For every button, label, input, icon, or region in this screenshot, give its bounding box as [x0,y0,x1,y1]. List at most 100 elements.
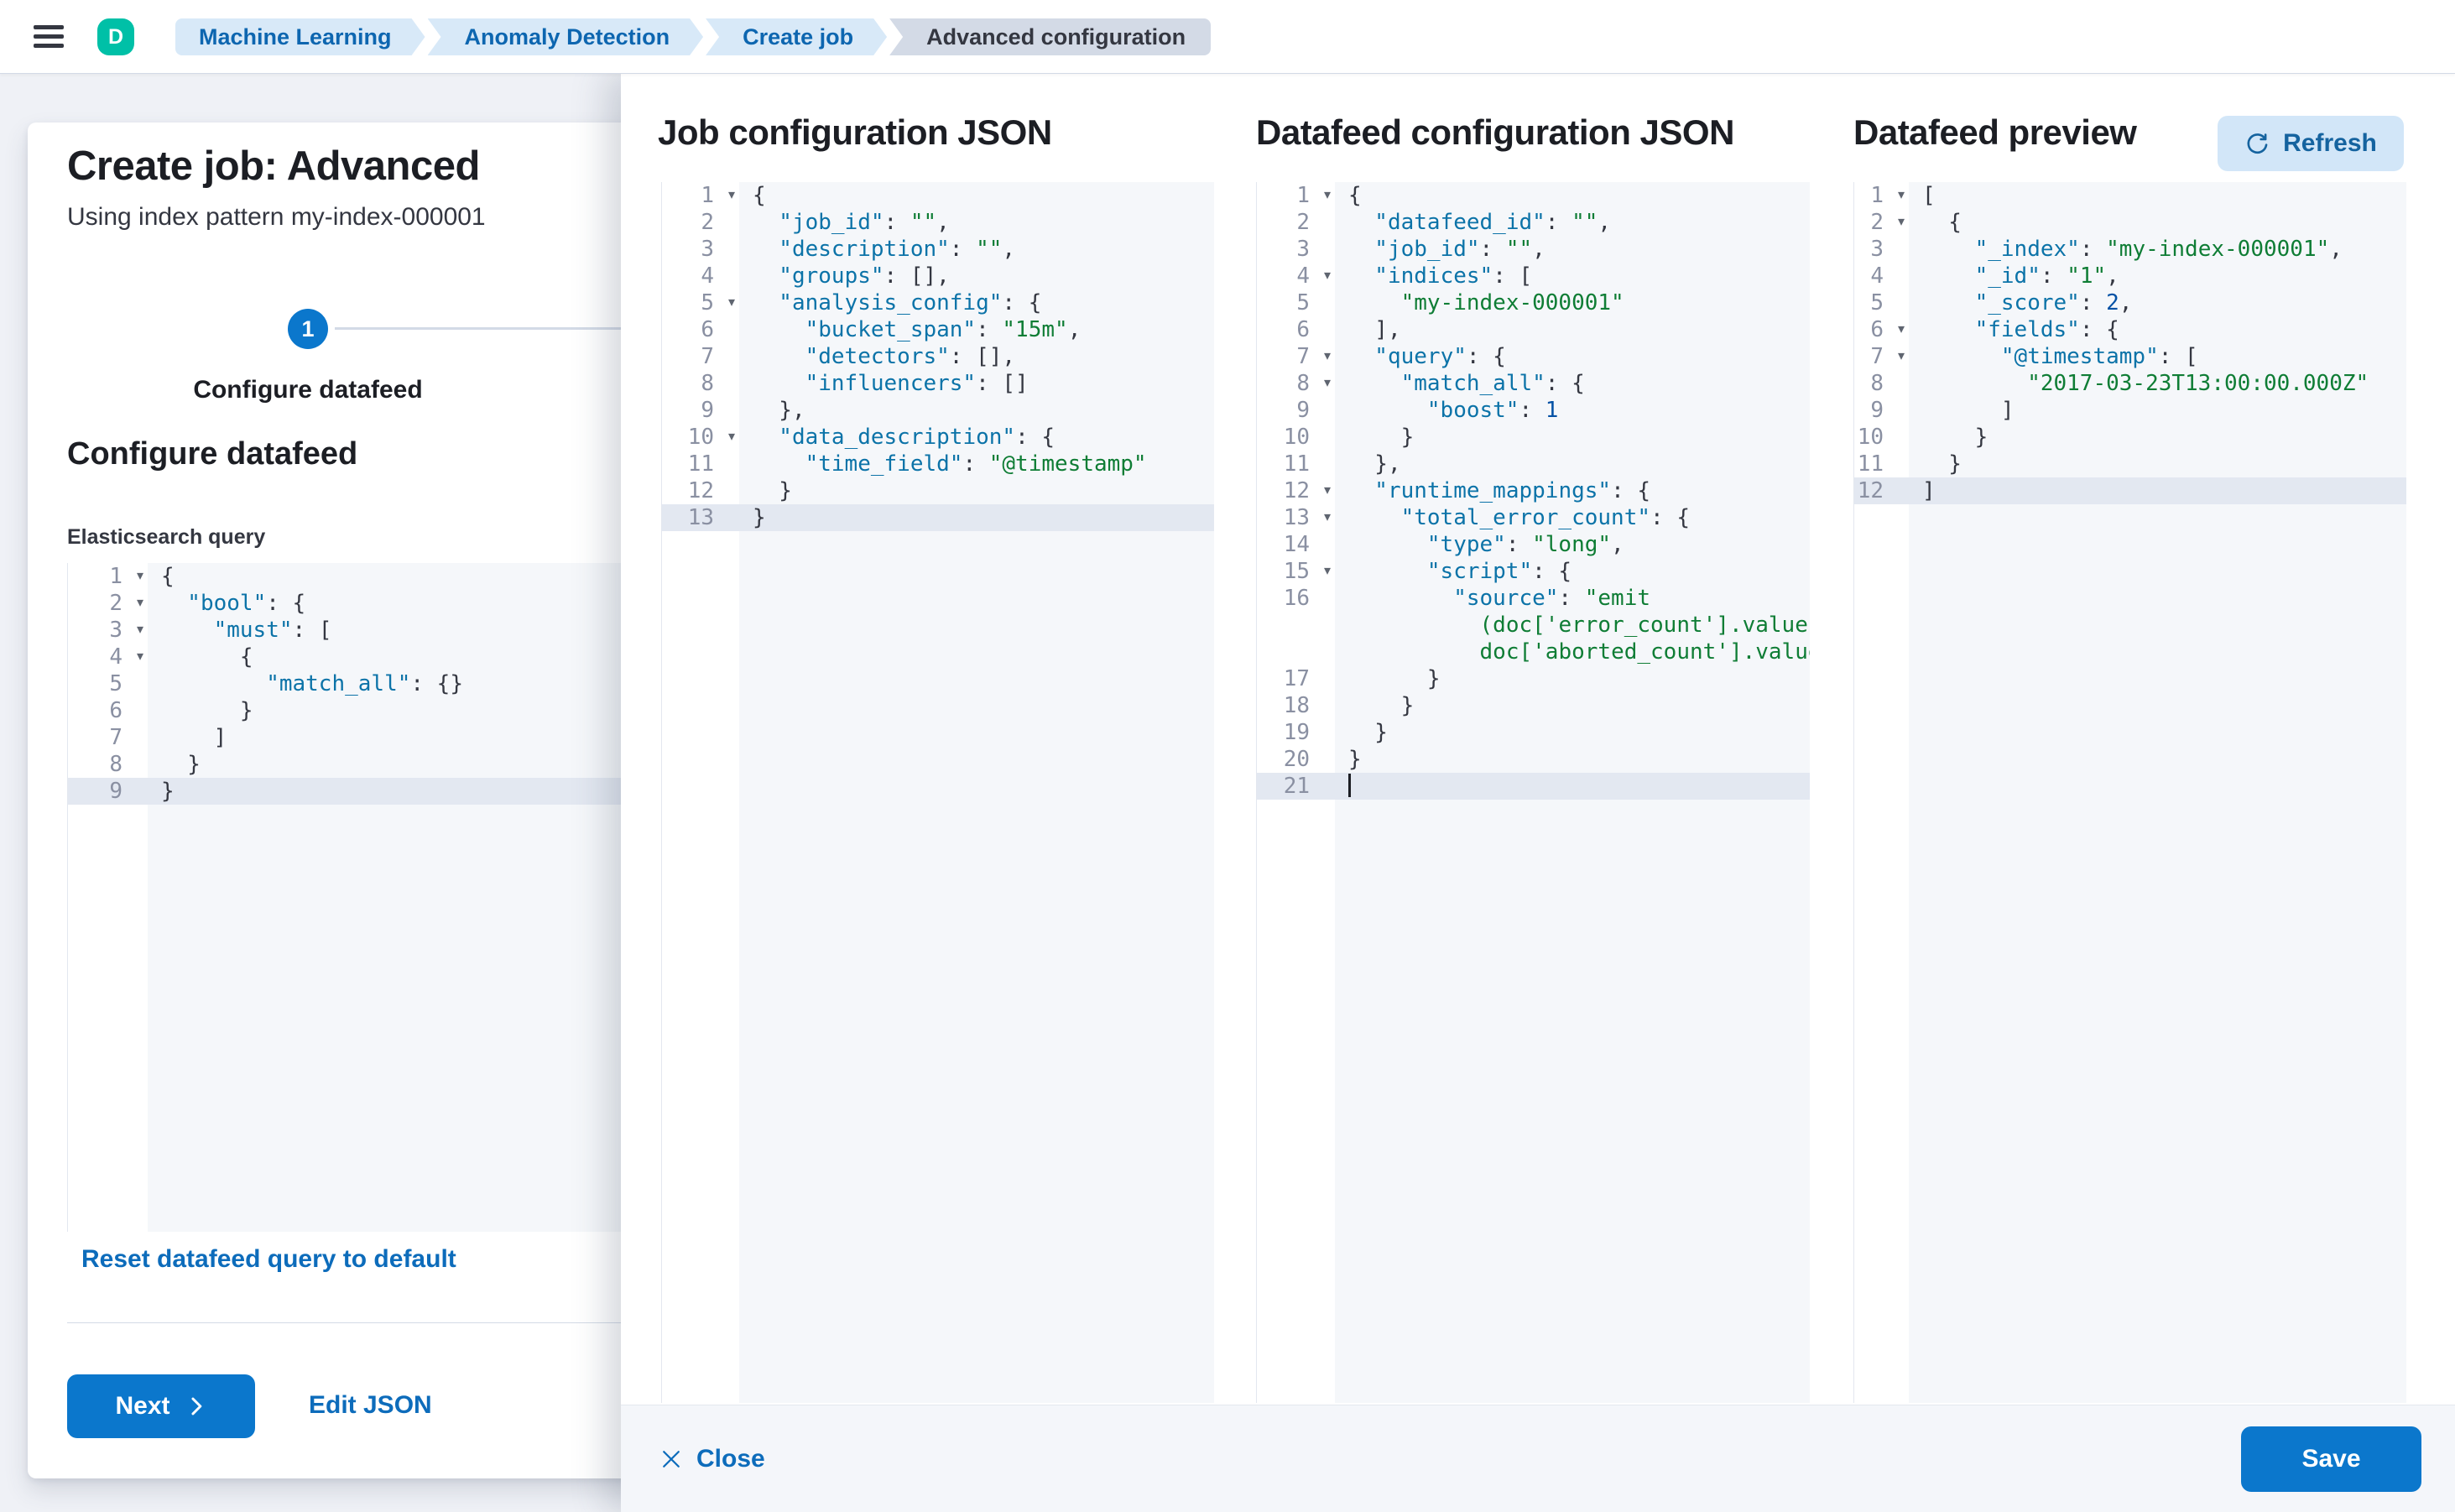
fold-arrow-icon[interactable]: ▾ [1323,482,1331,498]
code-line[interactable]: 11} [1857,451,1962,477]
index-pattern-subtitle: Using index pattern my-index-000001 [67,203,486,231]
edit-json-link[interactable]: Edit JSON [309,1391,432,1419]
menu-icon[interactable] [34,20,67,54]
code-line[interactable]: 6], [1296,317,1401,342]
save-button[interactable]: Save [2241,1426,2421,1492]
code-line[interactable]: 6"bucket_span": "15m", [701,317,1082,342]
avatar[interactable]: D [97,18,134,55]
code-line[interactable]: 14"type": "long", [1283,532,1624,557]
code-line[interactable]: 11"time_field": "@timestamp" [687,451,1147,477]
fold-arrow-icon[interactable]: ▾ [1323,267,1331,283]
fold-arrow-icon[interactable]: ▾ [1323,562,1331,578]
code-line[interactable]: 7▾"@timestamp": [ [1870,344,2198,369]
text-cursor [1348,774,1351,797]
code-line[interactable]: 9}, [701,398,805,423]
fold-arrow-icon[interactable]: ▾ [136,567,143,583]
elasticsearch-query-editor[interactable]: 1▾{2▾"bool": {3▾"must": [4▾{5"match_all"… [67,563,646,1232]
job-config-json-editor[interactable]: 1▾{2"job_id": "",3"description": "",4"gr… [661,182,1214,1403]
datafeed-preview-editor[interactable]: 1▾[2▾{3"_index": "my-index-000001",4"_id… [1853,182,2406,1403]
code-line[interactable]: 1▾{ [1296,183,1362,208]
code-line[interactable]: 5▾"analysis_config": { [701,290,1042,315]
code-line[interactable]: 20} [1283,747,1362,772]
code-line[interactable]: 4"_id": "1", [1870,263,2119,289]
code-line[interactable]: 19} [1283,720,1388,745]
code-line[interactable]: 1▾{ [109,564,175,589]
fold-arrow-icon[interactable]: ▾ [1323,374,1331,390]
fold-arrow-icon[interactable]: ▾ [1323,347,1331,363]
fold-arrow-icon[interactable]: ▾ [1897,321,1905,336]
code-line[interactable]: (doc['error_count'].value + [1479,613,1810,638]
code-line[interactable]: 5"_score": 2, [1870,290,2133,315]
fold-arrow-icon[interactable]: ▾ [1897,186,1905,202]
next-button[interactable]: Next [67,1374,255,1438]
fold-arrow-icon[interactable]: ▾ [1323,508,1331,524]
code-line[interactable]: 3"_index": "my-index-000001", [1870,237,2343,262]
code-line[interactable]: 12} [687,478,792,503]
code-line[interactable]: 2▾"bool": { [109,591,306,616]
breadcrumb-item: Advanced configuration [889,18,1212,55]
code-line[interactable]: 7"detectors": [], [701,344,1016,369]
code-line[interactable]: 9} [68,778,646,805]
code-line[interactable]: 15▾"script": { [1283,559,1572,584]
section-heading: Configure datafeed [67,436,358,472]
fold-arrow-icon[interactable]: ▾ [136,621,143,637]
next-button-label: Next [115,1392,170,1420]
code-line[interactable]: 1▾[ [1870,183,1936,208]
fold-arrow-icon[interactable]: ▾ [727,186,735,202]
code-line[interactable]: 3"job_id": "", [1296,237,1545,262]
close-button[interactable]: Close [659,1445,765,1473]
breadcrumb-item[interactable]: Create job [706,18,887,55]
code-line[interactable]: 8} [109,752,201,777]
step-1-label: Configure datafeed [193,376,423,404]
code-line[interactable]: 2"datafeed_id": "", [1296,210,1612,235]
code-line[interactable]: 1▾{ [701,183,766,208]
code-line[interactable]: 3▾"must": [ [109,618,332,643]
code-line[interactable]: 17} [1283,666,1441,691]
fold-arrow-icon[interactable]: ▾ [136,648,143,664]
step-1-indicator[interactable]: 1 [288,309,328,349]
code-line[interactable]: 21 [1257,773,1810,800]
code-line[interactable]: 3"description": "", [701,237,1016,262]
fold-arrow-icon[interactable]: ▾ [1897,347,1905,363]
code-line[interactable]: 9"boost": 1 [1296,398,1559,423]
datafeed-config-json-editor[interactable]: 1▾{2"datafeed_id": "",3"job_id": "",4▾"i… [1256,182,1810,1403]
breadcrumb-item[interactable]: Anomaly Detection [428,18,704,55]
code-line[interactable]: 18} [1283,693,1415,718]
fold-arrow-icon[interactable]: ▾ [1323,186,1331,202]
code-line[interactable]: 12] [1854,477,2406,504]
code-line[interactable]: 2"job_id": "", [701,210,950,235]
code-line[interactable]: 8"influencers": [] [701,371,1029,396]
code-line[interactable]: 6▾"fields": { [1870,317,2119,342]
fold-arrow-icon[interactable]: ▾ [136,594,143,610]
refresh-button[interactable]: Refresh [2218,116,2404,171]
code-line[interactable]: 5"match_all": {} [109,671,463,696]
code-line[interactable]: 9] [1870,398,2015,423]
code-line[interactable]: 8"2017-03-23T13:00:00.000Z" [1870,371,2369,396]
code-line[interactable]: 5"my-index-000001" [1296,290,1624,315]
fold-arrow-icon[interactable]: ▾ [1897,213,1905,229]
code-line[interactable]: doc['aborted_count'].value)" [1479,639,1810,665]
code-line[interactable]: 4▾{ [109,644,253,670]
fold-arrow-icon[interactable]: ▾ [727,428,735,444]
code-line[interactable]: 7] [109,725,227,750]
code-line[interactable]: 16"source": "emit [1283,586,1651,611]
code-line[interactable]: 10▾"data_description": { [687,425,1055,450]
breadcrumb-item[interactable]: Machine Learning [175,18,425,55]
create-job-wizard-panel: Create job: Advanced Using index pattern… [28,123,646,1478]
code-line[interactable]: 2▾{ [1870,210,1962,235]
code-line[interactable]: 6} [109,698,253,723]
code-line[interactable]: 10} [1283,425,1415,450]
edit-json-flyout: Job configuration JSON Datafeed configur… [621,74,2455,1512]
code-line[interactable]: 10} [1857,425,1988,450]
code-line[interactable]: 7▾"query": { [1296,344,1506,369]
code-line[interactable]: 4▾"indices": [ [1296,263,1533,289]
code-line[interactable]: 8▾"match_all": { [1296,371,1585,396]
code-line[interactable]: 11}, [1283,451,1401,477]
code-line[interactable]: 13} [662,504,1214,531]
code-line[interactable]: 12▾"runtime_mappings": { [1283,478,1651,503]
code-line[interactable]: 13▾"total_error_count": { [1283,505,1690,530]
fold-arrow-icon[interactable]: ▾ [727,294,735,310]
code-line[interactable]: 4"groups": [], [701,263,950,289]
reset-datafeed-query-link[interactable]: Reset datafeed query to default [81,1245,456,1273]
